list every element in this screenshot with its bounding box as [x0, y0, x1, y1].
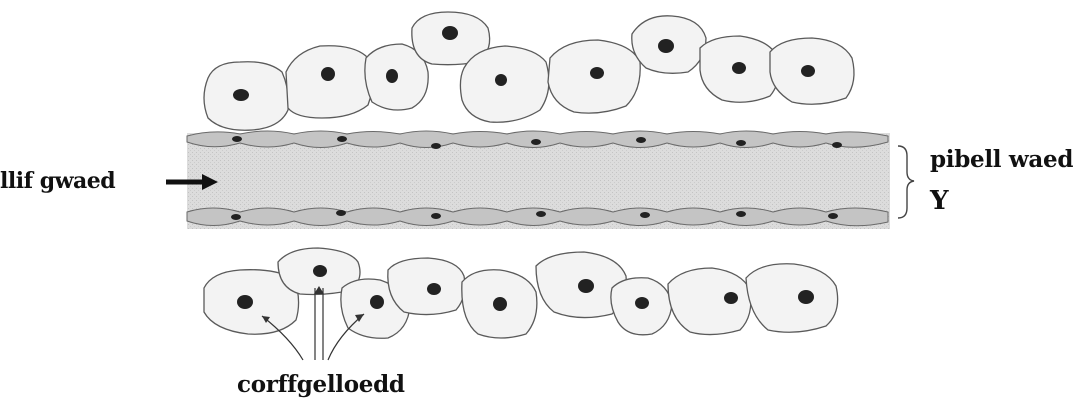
cell-nucleus	[531, 139, 541, 145]
cell-nucleus	[336, 210, 346, 216]
cell-nucleus	[801, 65, 815, 77]
cell-nucleus	[736, 140, 746, 146]
top-cell-row	[204, 12, 854, 130]
cell-nucleus	[237, 295, 253, 309]
cell-nucleus	[321, 67, 335, 81]
cell-nucleus	[431, 213, 441, 219]
cell-nucleus	[732, 62, 746, 74]
cell-nucleus	[828, 213, 838, 219]
right-brace-icon	[898, 146, 914, 218]
blood-flow-label: llif gwaed	[0, 170, 115, 192]
cell-nucleus	[493, 297, 507, 311]
cell-nucleus	[536, 211, 546, 217]
cell-nucleus	[370, 295, 384, 309]
cell-nucleus	[337, 136, 347, 142]
body-cell	[746, 264, 838, 332]
body-cell	[286, 46, 373, 118]
cell-nucleus	[313, 265, 327, 277]
cell-nucleus	[832, 142, 842, 148]
cell-nucleus	[635, 297, 649, 309]
cell-nucleus	[495, 74, 507, 86]
body-cell	[388, 258, 465, 315]
cell-nucleus	[427, 283, 441, 295]
blood-vessel	[187, 131, 890, 229]
body-cells-label: corffgelloedd	[237, 373, 405, 396]
bottom-cell-row	[204, 248, 838, 338]
cell-nucleus	[736, 211, 746, 217]
blood-vessel-label: pibell waed	[930, 148, 1073, 171]
cell-nucleus	[232, 136, 242, 142]
cell-nucleus	[578, 279, 594, 293]
cell-nucleus	[724, 292, 738, 304]
cell-nucleus	[640, 212, 650, 218]
cell-nucleus	[231, 214, 241, 220]
vessel-marker-label: Y	[930, 188, 949, 214]
body-cell	[668, 268, 751, 335]
cell-nucleus	[431, 143, 441, 149]
cell-nucleus	[590, 67, 604, 79]
cell-nucleus	[442, 26, 458, 40]
cell-nucleus	[386, 69, 398, 83]
cell-nucleus	[658, 39, 674, 53]
cell-nucleus	[233, 89, 249, 101]
cell-nucleus	[636, 137, 646, 143]
cell-nucleus	[798, 290, 814, 304]
